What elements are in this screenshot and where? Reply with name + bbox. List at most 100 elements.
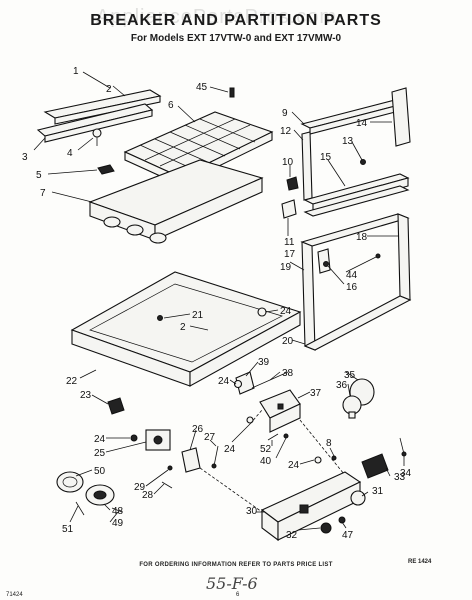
callout-39: 39	[258, 357, 270, 368]
callout-38: 38	[282, 368, 294, 379]
callout-17: 17	[284, 249, 296, 260]
label-part-33[interactable]	[361, 453, 389, 479]
diagram-title: BREAKER AND PARTITION PARTS	[90, 12, 382, 29]
callout-44: 44	[346, 270, 358, 281]
clip-part-10[interactable]	[286, 176, 299, 191]
clip-part-5[interactable]	[97, 164, 115, 175]
callout-49: 49	[112, 518, 124, 529]
drawing-code-right: RE 1424	[408, 559, 432, 565]
screw-part-29[interactable]	[167, 465, 173, 471]
partition-frame-part-15[interactable]	[303, 173, 410, 217]
lower-liner-pan[interactable]	[70, 271, 302, 387]
page-number: 6	[236, 592, 240, 598]
screw-part-52[interactable]	[267, 433, 279, 441]
screw-part-13[interactable]	[360, 159, 366, 165]
drawing-code-left: 71424	[6, 592, 23, 598]
callout-numbers: 1 2 3 4 5 7 6 45 9 12 14 13 10 15 11 17 …	[22, 66, 412, 541]
callout-16: 16	[346, 282, 358, 293]
callout-22: 22	[66, 376, 78, 387]
screw-part-21[interactable]	[157, 315, 163, 321]
nut-part-24a[interactable]	[257, 307, 267, 317]
callout-6: 6	[168, 100, 174, 111]
callout-48: 48	[112, 506, 124, 517]
gasket-part-50[interactable]	[56, 471, 84, 493]
callout-9: 9	[282, 108, 288, 119]
callout-15: 15	[320, 152, 332, 163]
screw-part-34[interactable]	[399, 437, 407, 457]
screw-part-28[interactable]	[161, 481, 173, 489]
screw-part-49[interactable]	[111, 507, 123, 513]
partition-tray[interactable]	[88, 159, 264, 244]
nut-part-24c[interactable]	[246, 416, 254, 424]
button-part-32[interactable]	[320, 522, 332, 534]
thermostat-part-25[interactable]	[145, 429, 171, 451]
damper-part-26[interactable]	[181, 447, 201, 473]
callout-30: 30	[246, 506, 258, 517]
model-numbers: For Models EXT 17VTW-0 and EXT 17VMW-0	[130, 33, 342, 44]
callout-14: 14	[356, 118, 368, 129]
knob-part-48[interactable]	[85, 484, 115, 506]
callout-13: 13	[342, 136, 354, 147]
callout-4: 4	[67, 148, 73, 159]
bulb-part-36[interactable]	[342, 395, 362, 419]
callout-23: 23	[80, 390, 92, 401]
callout-45: 45	[196, 82, 208, 93]
callout-24-b: 24	[218, 376, 230, 387]
callout-18: 18	[356, 232, 368, 243]
callout-29: 29	[134, 482, 146, 493]
bracket-part-11[interactable]	[281, 199, 297, 219]
callout-51: 51	[62, 524, 74, 535]
callout-7: 7	[40, 188, 46, 199]
callout-24-c: 24	[224, 444, 236, 455]
bracket-part-16[interactable]	[317, 248, 331, 274]
callout-31: 31	[372, 486, 384, 497]
callout-34: 34	[400, 468, 412, 479]
callout-3: 3	[22, 152, 28, 163]
screw-part-27[interactable]	[211, 445, 219, 469]
callout-2: 2	[106, 84, 112, 95]
callout-28: 28	[142, 490, 154, 501]
callout-50: 50	[94, 466, 106, 477]
breaker-strip-upper[interactable]	[43, 89, 162, 125]
callout-1: 1	[73, 66, 79, 77]
top-trim-part-9[interactable]	[300, 99, 405, 135]
divider-frame-part-18[interactable]	[300, 213, 412, 351]
screw-part-45[interactable]	[229, 87, 235, 98]
screw-part-51[interactable]	[75, 501, 85, 516]
callout-8: 8	[326, 438, 332, 449]
handwritten-note: 55-F-6	[206, 574, 258, 593]
dashed-leader-lines	[199, 409, 345, 513]
callout-19: 19	[280, 262, 292, 273]
ordering-note: FOR ORDERING INFORMATION REFER TO PARTS …	[139, 562, 333, 568]
breaker-strip-lower[interactable]	[36, 103, 154, 143]
bracket-part-39[interactable]	[235, 371, 255, 395]
callout-24-d: 24	[94, 434, 106, 445]
side-rail-part-12[interactable]	[301, 131, 313, 201]
screw-part-47[interactable]	[338, 516, 346, 524]
callout-33: 33	[394, 472, 406, 483]
screw-part-44[interactable]	[365, 253, 381, 263]
callout-21: 21	[192, 310, 204, 321]
callout-11: 11	[284, 237, 295, 248]
knob-part-31[interactable]	[350, 490, 366, 506]
callout-10: 10	[282, 157, 294, 168]
callout-12: 12	[280, 126, 292, 137]
callout-27: 27	[204, 432, 216, 443]
callout-5: 5	[36, 170, 42, 181]
callout-20: 20	[282, 336, 294, 347]
nut-part-24d[interactable]	[130, 434, 138, 442]
callout-24-a: 24	[280, 306, 292, 317]
foot-part-23[interactable]	[107, 397, 125, 415]
side-trim-part-14[interactable]	[391, 87, 411, 147]
leader-lines	[33, 71, 405, 531]
nut-part-24b[interactable]	[233, 379, 243, 389]
callout-47: 47	[342, 530, 354, 541]
callout-36: 36	[336, 380, 348, 391]
callout-2-b: 2	[180, 322, 186, 333]
nut-part-24e[interactable]	[314, 456, 322, 464]
screw-part-4[interactable]	[92, 128, 102, 146]
screw-part-40[interactable]	[283, 433, 289, 439]
control-housing-part-37[interactable]	[259, 389, 301, 433]
